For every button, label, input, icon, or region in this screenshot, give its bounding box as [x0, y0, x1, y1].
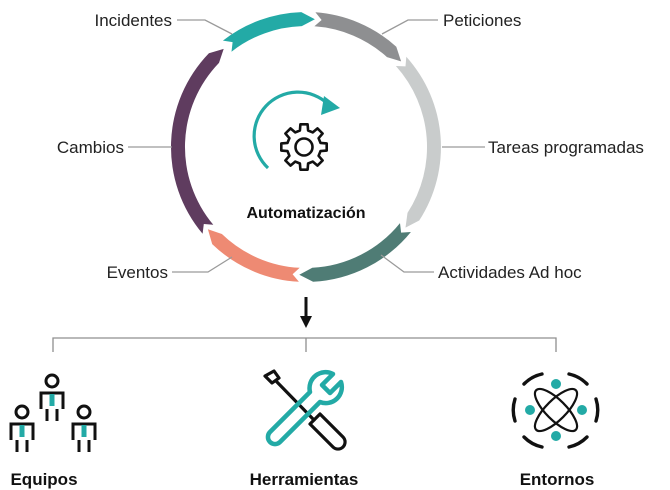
label-herramientas: Herramientas [250, 470, 359, 489]
label-equipos: Equipos [10, 470, 77, 489]
leader-eventos [172, 256, 233, 273]
tools-icon [263, 369, 347, 451]
label-entornos: Entornos [520, 470, 595, 489]
leader-actividades [380, 254, 434, 273]
ring-segment-incidentes [222, 12, 315, 52]
leader-peticiones [381, 19, 438, 35]
screwdriver-icon [263, 369, 347, 451]
label-peticiones: Peticiones [443, 11, 521, 30]
ring-segment-peticiones [314, 12, 402, 62]
gear-cycle-icon [252, 90, 340, 171]
label-incidentes: Incidentes [95, 11, 173, 30]
team-icon [9, 373, 97, 452]
ring-segment-actividades-ad-hoc [299, 223, 411, 282]
tree-connector [52, 337, 557, 352]
ring-segment-tareas-programadas [395, 56, 441, 228]
label-tareas-programadas: Tareas programadas [488, 138, 644, 157]
environments-icon [511, 372, 600, 449]
leader-incidentes [177, 19, 233, 35]
ring-segment-eventos [207, 229, 300, 282]
label-cambios: Cambios [57, 138, 124, 157]
gear-icon [280, 123, 328, 171]
cycle-ring [170, 12, 441, 282]
wrench-icon [265, 369, 345, 447]
label-actividades-ad-hoc: Actividades Ad hoc [438, 263, 582, 282]
center-title: Automatización [246, 205, 365, 222]
label-eventos: Eventos [107, 263, 168, 282]
ring-segment-cambios [170, 48, 224, 234]
leader-lines [128, 19, 485, 273]
